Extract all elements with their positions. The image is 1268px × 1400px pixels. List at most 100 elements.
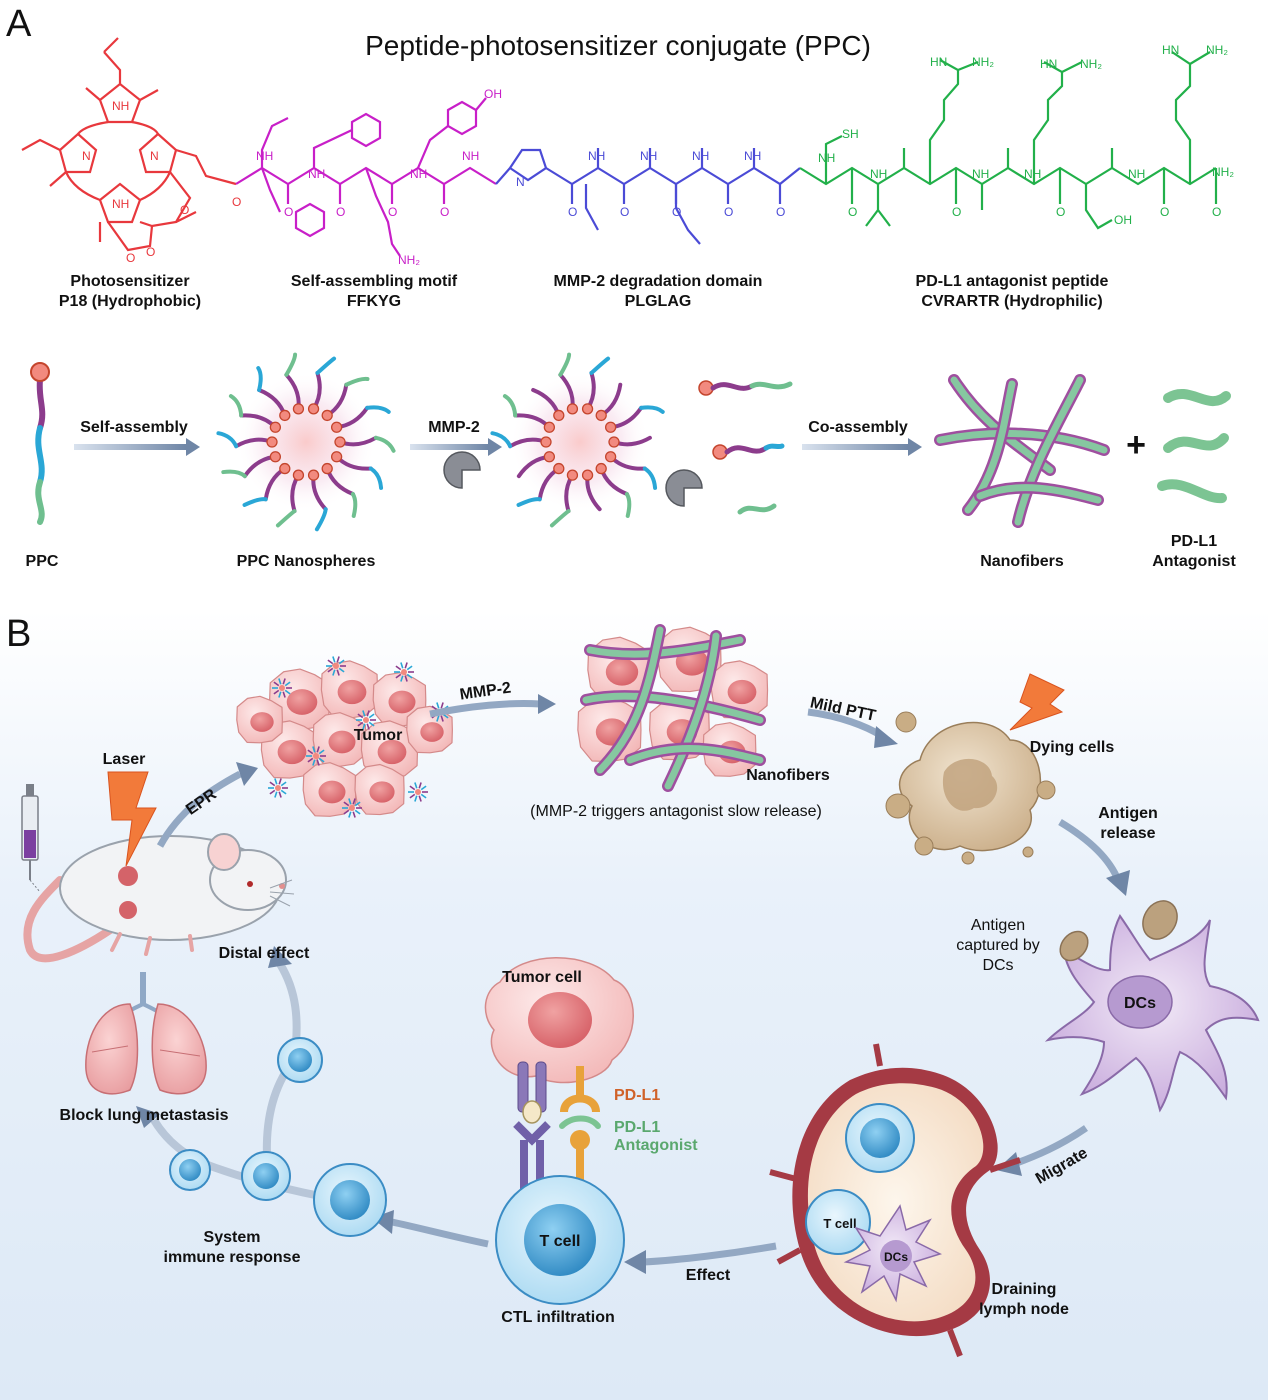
released-fragments xyxy=(698,380,793,515)
label-tcell: T cell xyxy=(540,1233,581,1250)
photosensitizer-head xyxy=(595,409,607,422)
atom-o-b2: O xyxy=(620,205,629,219)
atom-nh-g1: NH xyxy=(818,151,835,165)
photosensitizer-head xyxy=(553,462,565,475)
ppc-chain-tail xyxy=(558,352,572,377)
atom-o-g1: O xyxy=(848,205,857,219)
ppc-chain-tail xyxy=(589,356,611,375)
laser-bolt-icon xyxy=(107,771,157,867)
photosensitizer-head xyxy=(321,462,333,475)
atom-nh2-g3: NH₂ xyxy=(1206,43,1228,57)
label-block-metastasis: Block lung metastasis xyxy=(60,1107,229,1124)
atom-o-4: O xyxy=(232,195,241,209)
atom-o-m2: O xyxy=(336,205,345,219)
ppc-chain-tail xyxy=(502,394,518,418)
tumor-cell-nucleus xyxy=(727,679,757,705)
label-antigen-release-1: Antigen xyxy=(1098,805,1158,822)
atom-o-g4: O xyxy=(1160,205,1169,219)
segment-3-line1: MMP-2 degradation domain xyxy=(554,273,763,290)
mmp2-domain-structure xyxy=(495,148,801,245)
atom-o-g2: O xyxy=(952,205,961,219)
node-tcell-top-nucleus xyxy=(860,1118,900,1158)
label-mmp2-b: MMP-2 xyxy=(459,680,513,704)
photosensitizer-head xyxy=(553,409,565,422)
atom-nh-g4: NH xyxy=(1024,167,1041,181)
mmp2-arrow-head xyxy=(538,694,556,714)
atom-nh-m2: NH xyxy=(308,167,325,181)
mouse-illustration xyxy=(23,833,295,963)
ptt-bolt-icon xyxy=(1009,673,1065,731)
nanosphere-icon xyxy=(342,798,362,818)
atom-nh2-g2: NH₂ xyxy=(1080,57,1102,71)
atom-nh-b1: NH xyxy=(588,149,605,163)
tumor-cell-nucleus xyxy=(250,712,274,732)
atom-o-g5: O xyxy=(1212,205,1221,219)
self-assembling-motif-structure xyxy=(235,97,497,257)
photosensitizer-head xyxy=(307,469,320,481)
label-antigen-release-2: release xyxy=(1100,825,1155,842)
tumor-cell-nucleus xyxy=(318,780,346,804)
tumor-cell xyxy=(484,957,634,1084)
atom-nh-g5: NH xyxy=(1128,167,1145,181)
segment-labels: Photosensitizer P18 (Hydrophobic) Self-a… xyxy=(59,273,1109,310)
photosensitizer-head xyxy=(595,462,607,475)
segment-2-line2: FFKYG xyxy=(347,293,401,310)
atom-o-m1: O xyxy=(284,205,293,219)
segment-1-line2: P18 (Hydrophobic) xyxy=(59,293,201,310)
atom-o-1: O xyxy=(180,203,189,217)
epr-arrow-head xyxy=(236,762,258,786)
node-tcell xyxy=(805,1189,871,1255)
tumor-cell-nucleus xyxy=(377,739,407,765)
atom-nh-m3: NH xyxy=(410,167,427,181)
immune-cells xyxy=(169,1037,387,1237)
photosensitizer-head xyxy=(321,409,333,422)
tumor-cell-nucleus xyxy=(277,739,307,765)
atom-n-b1: N xyxy=(516,175,525,189)
photosensitizer-head xyxy=(566,469,579,481)
panel-b-letter: B xyxy=(6,613,31,655)
photosensitizer-head xyxy=(330,451,343,463)
panel-a-title: Peptide-photosensitizer conjugate (PPC) xyxy=(365,30,871,61)
photosensitizer-head xyxy=(292,469,305,481)
ppc-chain-tail xyxy=(639,405,665,414)
label-nanofibers: Nanofibers xyxy=(980,553,1064,570)
photosensitizer-head xyxy=(279,409,291,422)
mmp2-enzyme-icon xyxy=(665,469,703,507)
photosensitizer-head xyxy=(279,462,291,475)
photosensitizer-head xyxy=(540,436,552,448)
atom-nh-m4: NH xyxy=(462,149,479,163)
ppc-chain-tail xyxy=(373,435,396,453)
photosensitizer-head xyxy=(543,451,556,463)
mhc-tcr-complex xyxy=(513,1061,551,1194)
label-nanofibers-b: Nanofibers xyxy=(746,767,830,784)
ppc-chain-tail xyxy=(256,366,263,392)
atom-o-m4: O xyxy=(440,205,449,219)
segment-4-line2: CVRARTR (Hydrophilic) xyxy=(921,293,1102,310)
nanosphere-halo xyxy=(236,372,376,512)
photosensitizer-structure xyxy=(21,37,237,252)
tumor-cell-nucleus xyxy=(369,781,395,803)
pdl1-antagonist-strand xyxy=(559,1115,601,1129)
atom-nh2-g4: NH₂ xyxy=(1212,165,1234,179)
nanosphere-icon xyxy=(326,656,346,676)
nanosphere-icon xyxy=(272,678,292,698)
panel-a-letter: A xyxy=(6,3,32,45)
atom-o-b4: O xyxy=(724,205,733,219)
ppc-chain-tail xyxy=(365,405,391,414)
label-antigen-captured-3: DCs xyxy=(982,957,1013,974)
atom-nh-b2: NH xyxy=(640,149,657,163)
antigen-release-arrow-head xyxy=(1106,870,1130,896)
ppc-chain-tail xyxy=(228,394,244,418)
label-antigen-captured-2: captured by xyxy=(956,937,1040,954)
pdl1-antagonist-structure xyxy=(799,51,1218,230)
nanosphere-icon xyxy=(306,746,326,766)
photosensitizer-head xyxy=(269,451,282,463)
nanofiber-core xyxy=(586,636,744,658)
nanosphere-halo xyxy=(510,372,650,512)
atom-nh-g2: NH xyxy=(870,167,887,181)
atom-n-2: N xyxy=(82,149,91,163)
label-node-dcs: DCs xyxy=(884,1250,908,1264)
segment-1-line1: Photosensitizer xyxy=(70,273,189,290)
